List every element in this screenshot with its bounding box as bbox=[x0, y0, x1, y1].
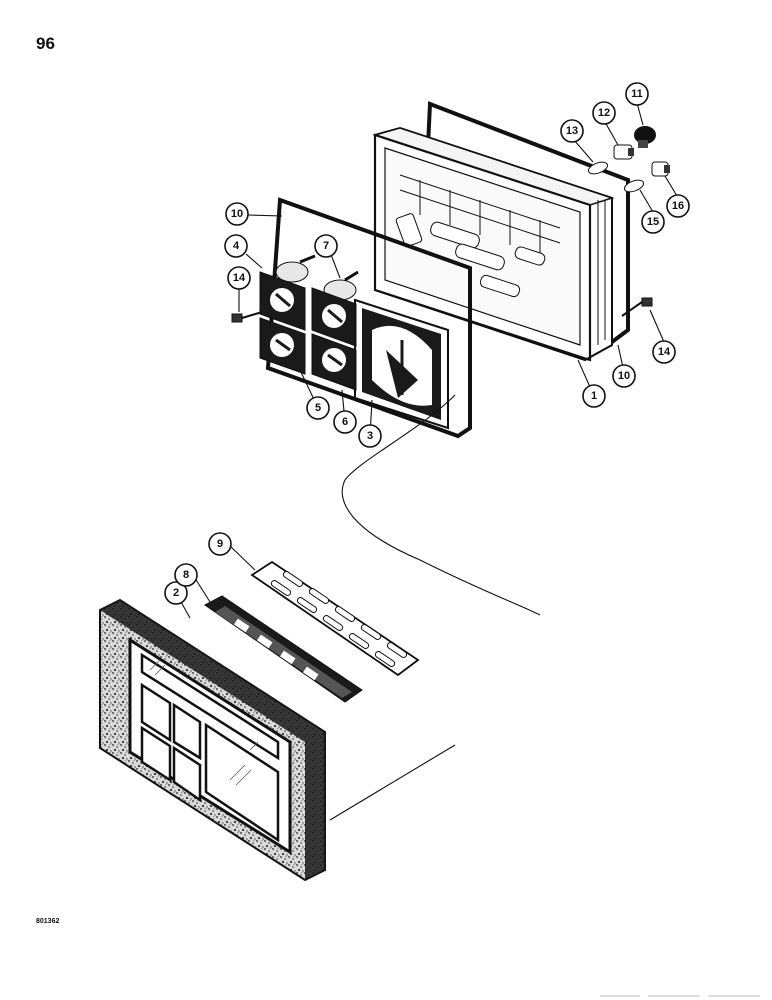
svg-text:11: 11 bbox=[631, 88, 643, 100]
callout-5: 5 bbox=[306, 396, 330, 420]
indicator-panel-part bbox=[204, 595, 363, 703]
screw-left-part bbox=[231, 311, 263, 323]
knob-11-part bbox=[634, 126, 656, 148]
screw-right-part bbox=[621, 297, 653, 317]
callout-15: 15 bbox=[641, 210, 665, 234]
callout-7: 7 bbox=[314, 234, 338, 258]
callout-16: 16 bbox=[666, 194, 690, 218]
gauge-7-part bbox=[311, 270, 359, 347]
bezel-panel-part bbox=[99, 598, 326, 882]
page-number: 96 bbox=[36, 34, 55, 53]
svg-text:1: 1 bbox=[591, 390, 597, 402]
gauge-housing-part bbox=[372, 126, 615, 362]
callout-2: 2 bbox=[164, 581, 188, 605]
large-gauge-part bbox=[354, 298, 449, 430]
assembly-line-lower bbox=[329, 744, 456, 821]
svg-text:10: 10 bbox=[231, 208, 243, 220]
callout-14-left: 14 bbox=[227, 266, 251, 290]
svg-text:16: 16 bbox=[672, 200, 684, 212]
callout-12: 12 bbox=[592, 101, 616, 125]
svg-text:15: 15 bbox=[647, 216, 659, 228]
svg-text:5: 5 bbox=[315, 402, 321, 414]
svg-text:13: 13 bbox=[566, 125, 578, 137]
assembly-line-upper bbox=[341, 394, 541, 616]
socket-16-part bbox=[651, 161, 670, 177]
svg-text:2: 2 bbox=[173, 587, 179, 599]
figure-code: 801362 bbox=[36, 918, 60, 925]
callout-1: 1 bbox=[582, 384, 606, 408]
svg-text:14: 14 bbox=[233, 272, 246, 284]
gauge-5-part bbox=[259, 317, 306, 375]
svg-text:8: 8 bbox=[183, 569, 189, 581]
svg-text:12: 12 bbox=[598, 107, 610, 119]
callout-4: 4 bbox=[224, 234, 248, 258]
svg-text:7: 7 bbox=[323, 240, 329, 252]
svg-text:3: 3 bbox=[367, 430, 373, 442]
callout-3: 3 bbox=[358, 424, 382, 448]
callout-14-right: 14 bbox=[652, 340, 676, 364]
svg-text:9: 9 bbox=[217, 538, 223, 550]
callout-10-rear: 10 bbox=[612, 364, 636, 388]
callout-9: 9 bbox=[208, 532, 232, 556]
svg-text:4: 4 bbox=[233, 240, 240, 252]
svg-text:6: 6 bbox=[342, 416, 348, 428]
callout-11: 11 bbox=[625, 82, 649, 106]
gauge-6-part bbox=[311, 333, 357, 391]
svg-text:10: 10 bbox=[618, 370, 630, 382]
bulb-13-part bbox=[587, 161, 609, 175]
socket-12-part bbox=[613, 144, 634, 160]
gauge-4-part bbox=[259, 254, 316, 331]
bulb-15-part bbox=[623, 179, 645, 193]
svg-text:14: 14 bbox=[658, 346, 671, 358]
callout-10-front: 10 bbox=[225, 202, 249, 226]
callout-6: 6 bbox=[333, 410, 357, 434]
lens-strip-part bbox=[250, 560, 420, 677]
callout-8: 8 bbox=[174, 563, 198, 587]
callout-13: 13 bbox=[560, 119, 584, 143]
